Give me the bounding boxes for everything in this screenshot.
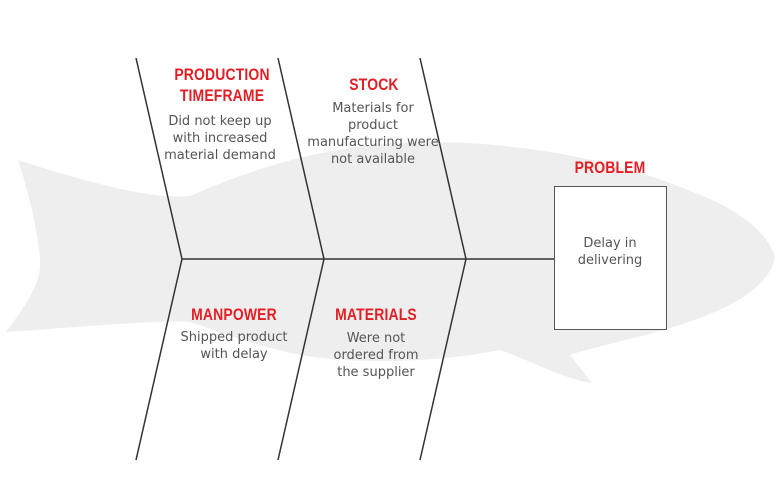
problem-title: PROBLEM [574, 158, 646, 177]
bone-lower-3 [419, 258, 467, 461]
bone-lower-1 [135, 258, 183, 461]
manpower-description: Shipped product with delay [180, 330, 288, 362]
problem-description: Delay in delivering [577, 236, 643, 268]
production-timeframe-title: PRODUCTION TIMEFRAME [174, 65, 270, 105]
bone-upper-2 [277, 57, 325, 260]
bone-upper-1 [135, 57, 183, 260]
materials-title: MATERIALS [335, 305, 417, 324]
problem-box [554, 186, 667, 330]
bone-lower-2 [277, 258, 325, 461]
manpower-title: MANPOWER [191, 305, 277, 324]
stock-title: STOCK [349, 75, 399, 94]
stock-description: Materials for product manufacturing were… [307, 101, 439, 167]
bone-upper-3 [419, 57, 467, 260]
production-timeframe-description: Did not keep up with increased material … [164, 114, 276, 163]
materials-description: Were not ordered from the supplier [333, 331, 419, 380]
